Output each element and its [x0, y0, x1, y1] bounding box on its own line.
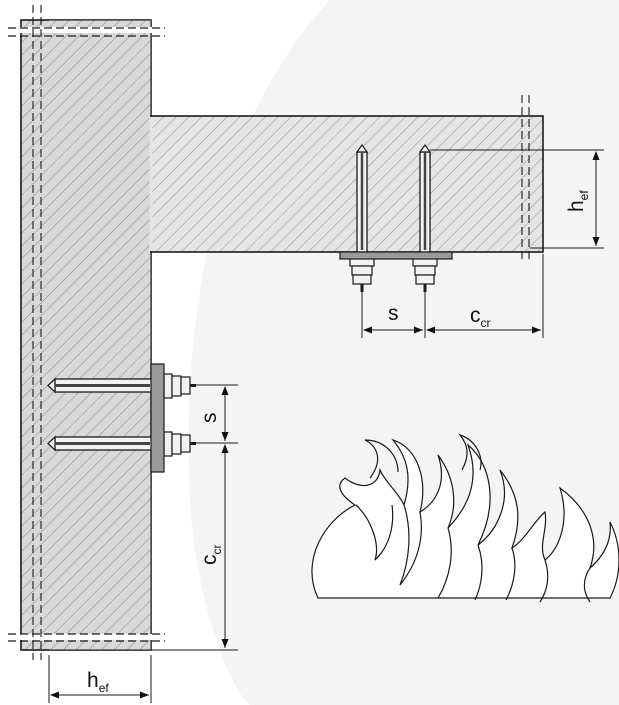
spacing-top-label: s [388, 302, 399, 325]
wall-base-plate [150, 363, 165, 473]
wall-anchor-bottom [47, 431, 196, 457]
spacing-side-label: s [198, 413, 221, 424]
slab-base-plate [339, 251, 453, 260]
flame-icon [311, 433, 619, 603]
background-arc [188, 0, 619, 705]
wall-anchor-top [47, 373, 196, 399]
concrete-wall [8, 5, 165, 660]
embedment-top-label: hef [565, 190, 591, 212]
dim-spacing-side [151, 384, 238, 651]
dim-embedment-bottom [48, 655, 152, 703]
edge-distance-side-label: ccr [198, 545, 224, 566]
dim-embedment-top [430, 149, 604, 249]
slab-anchor-right [412, 143, 438, 292]
embedment-bottom-label: hef [87, 669, 109, 695]
dim-spacing-top [361, 254, 544, 338]
concrete-slab [149, 95, 544, 262]
edge-distance-top-label: ccr [470, 304, 491, 330]
